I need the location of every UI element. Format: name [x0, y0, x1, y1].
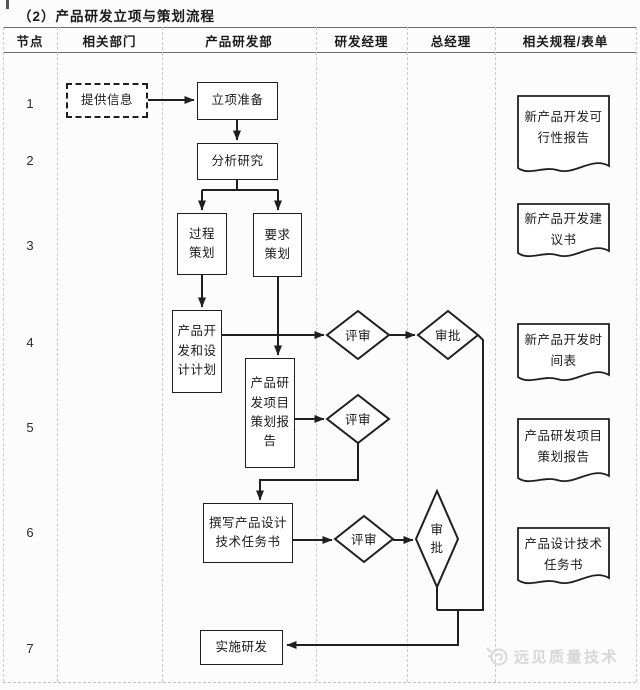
page-title: （2）产品研发立项与策划流程 [18, 9, 216, 24]
watermark: 远见质量技术 [486, 644, 619, 668]
document-proposal: 新产品开发建 议书 [517, 203, 610, 263]
flow-box-provide-info: 提供信息 [66, 83, 148, 118]
grid-line [407, 27, 408, 682]
document-timetable: 新产品开发时 间表 [517, 323, 610, 387]
header-bottom-rule [3, 52, 636, 53]
document-label: 产品设计技术 任务书 [524, 537, 603, 573]
node-number-3: 3 [26, 238, 34, 253]
flow-box-require-plan: 要求 策划 [253, 213, 302, 277]
grid-line [495, 27, 496, 682]
node-number-4: 4 [26, 335, 34, 350]
node-number-6: 6 [26, 525, 34, 540]
node-number-2: 2 [26, 153, 34, 168]
decision-review-3-label: 评审 [350, 533, 377, 547]
table-bottom-rule [3, 682, 636, 683]
flow-box-dev-design-plan: 产品开 发和设 计计划 [172, 310, 222, 393]
document-task-book: 产品设计技术 任务书 [517, 527, 610, 590]
column-header-node: 节点 [16, 34, 44, 49]
document-label: 新产品开发可 行性报告 [524, 110, 603, 146]
flow-box-project-prep: 立项准备 [197, 82, 278, 120]
column-header-rd-manager: 研发经理 [334, 34, 389, 49]
header-top-rule [3, 27, 636, 28]
node-number-5: 5 [26, 420, 34, 435]
grid-line [316, 27, 317, 682]
column-header-gm: 总经理 [430, 34, 472, 49]
page-corner-mark [6, 0, 9, 9]
column-header-forms: 相关规程/表单 [522, 34, 609, 49]
document-label: 产品研发项目 策划报告 [524, 429, 603, 465]
document-feasibility-report: 新产品开发可 行性报告 [517, 95, 610, 178]
flow-box-process-plan: 过程 策划 [177, 213, 227, 275]
decision-approve-2 [414, 488, 460, 590]
decision-approve-2-label: 审 批 [430, 523, 444, 556]
flow-box-rd-plan-report: 产品研 发项目 策划报 告 [245, 358, 295, 468]
flow-box-implement: 实施研发 [200, 630, 283, 665]
document-plan-report: 产品研发项目 策划报告 [517, 418, 610, 488]
decision-review-1 [325, 309, 391, 361]
decision-approve-1 [416, 309, 480, 361]
watermark-logo-icon [486, 647, 508, 666]
grid-line [57, 27, 58, 682]
document-label: 新产品开发建 议书 [524, 212, 603, 248]
grid-line [3, 27, 4, 682]
watermark-text: 远见质量技术 [514, 648, 620, 666]
decision-review-1-label: 评审 [344, 329, 371, 343]
node-number-1: 1 [26, 96, 34, 111]
document-label: 新产品开发时 间表 [524, 333, 603, 369]
column-header-rd-dept: 产品研发部 [205, 34, 273, 49]
grid-line [162, 27, 163, 682]
column-header-department: 相关部门 [82, 34, 137, 49]
flow-box-write-task: 撰写产品设计 技术任务书 [203, 503, 293, 563]
decision-review-2-label: 评审 [344, 413, 371, 427]
node-number-7: 7 [26, 641, 34, 656]
decision-review-2 [325, 393, 391, 445]
decision-approve-1-label: 审批 [434, 329, 461, 343]
grid-line [636, 27, 637, 682]
flow-box-analyze: 分析研究 [197, 143, 278, 180]
decision-review-3 [333, 514, 395, 564]
